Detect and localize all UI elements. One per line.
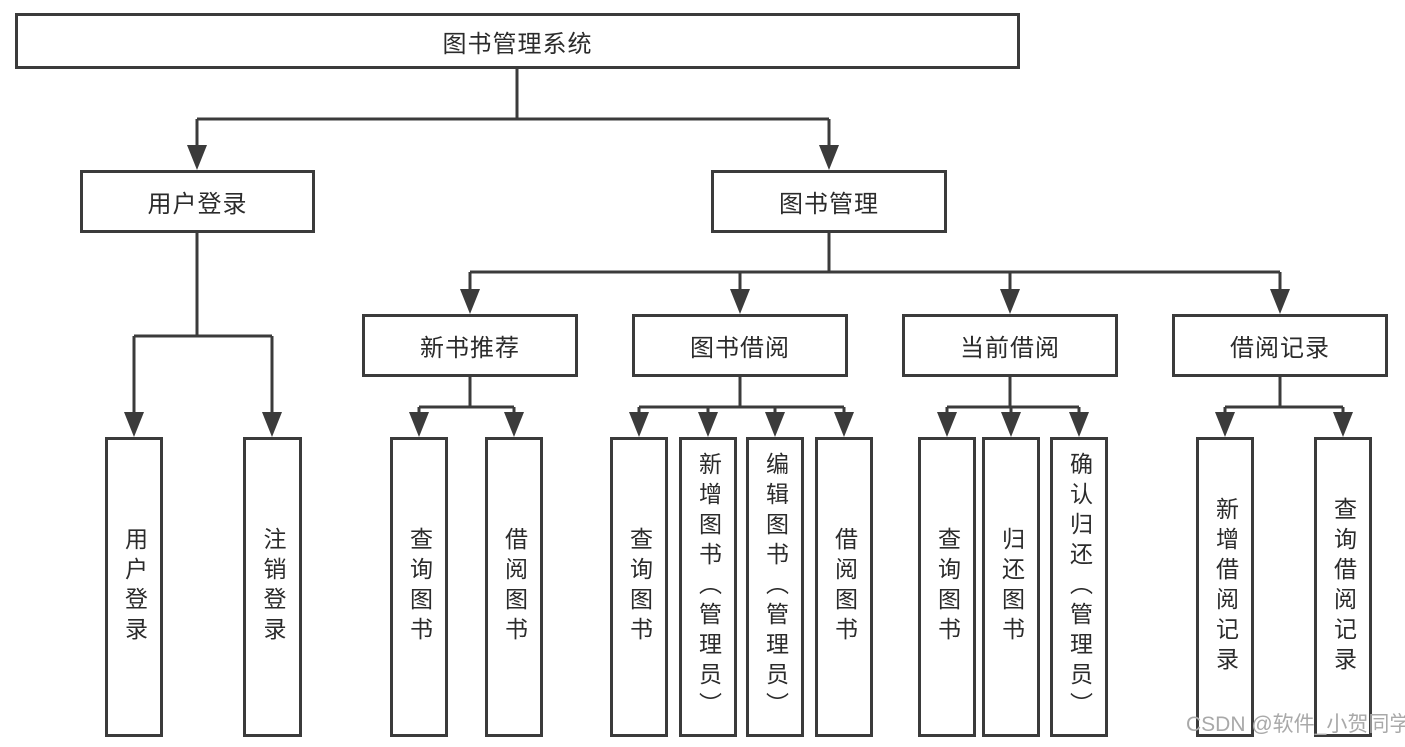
arrowhead: [819, 145, 839, 170]
leaf-current-query-book: 查询图书: [918, 437, 976, 737]
user-login-branch: [132, 233, 274, 415]
leaf-records-query-record: 查询借阅记录: [1314, 437, 1372, 737]
leaf-logout-label: 注销登录: [260, 527, 286, 647]
leaf-records-query-record-label: 查询借阅记录: [1330, 497, 1357, 677]
arrowhead: [937, 412, 957, 437]
arrowhead: [504, 412, 524, 437]
leaf-recommend-borrow-book: 借阅图书: [485, 437, 543, 737]
arrowhead: [1270, 289, 1290, 314]
leaf-current-return-book-label: 归还图书: [998, 527, 1025, 647]
node-root: 图书管理系统: [15, 13, 1020, 69]
csdn-watermark: CSDN @软件_小贺同学: [1186, 713, 1405, 736]
node-book-mgmt: 图书管理: [711, 170, 947, 233]
arrowhead: [698, 412, 718, 437]
borrow-branch: [637, 377, 846, 415]
leaf-recommend-query-book-label: 查询图书: [406, 527, 433, 647]
leaf-borrow-edit-book-admin-label: 编辑图书（管理员）: [762, 452, 789, 722]
leaf-borrow-query-book: 查询图书: [610, 437, 668, 737]
arrowhead: [409, 412, 429, 437]
arrowhead: [765, 412, 785, 437]
leaf-records-add-record-label: 新增借阅记录: [1212, 497, 1239, 677]
leaf-borrow-query-book-label: 查询图书: [626, 527, 653, 647]
node-book-borrow: 图书借阅: [632, 314, 848, 377]
leaf-borrow-borrow-book: 借阅图书: [815, 437, 873, 737]
arrowhead: [1001, 412, 1021, 437]
leaf-current-query-book-label: 查询图书: [934, 527, 961, 647]
leaf-user-login-label: 用户登录: [121, 527, 148, 647]
arrowhead: [1069, 412, 1089, 437]
records-branch: [1223, 377, 1345, 415]
leaf-user-login: 用户登录: [105, 437, 163, 737]
arrowheads: [124, 145, 1353, 437]
arrowhead: [262, 412, 282, 437]
leaf-borrow-borrow-book-label: 借阅图书: [831, 527, 858, 647]
root-branch: [195, 69, 831, 148]
node-new-book-recommend-label: 新书推荐: [420, 335, 520, 362]
leaf-recommend-query-book: 查询图书: [390, 437, 448, 737]
leaf-borrow-add-book-admin-label: 新增图书（管理员）: [695, 452, 722, 722]
connector-paths: [132, 69, 1345, 415]
node-user-login-label: 用户登录: [147, 191, 248, 218]
arrowhead: [1215, 412, 1235, 437]
arrowhead: [187, 145, 207, 170]
arrowhead: [124, 412, 144, 437]
leaf-records-add-record: 新增借阅记录: [1196, 437, 1254, 737]
node-book-borrow-label: 图书借阅: [690, 335, 790, 362]
node-new-book-recommend: 新书推荐: [362, 314, 578, 377]
node-book-mgmt-label: 图书管理: [779, 191, 879, 218]
arrowhead: [460, 289, 480, 314]
node-current-borrow-label: 当前借阅: [960, 335, 1060, 362]
leaf-borrow-add-book-admin: 新增图书（管理员）: [679, 437, 737, 737]
arrowhead: [629, 412, 649, 437]
current-branch: [945, 377, 1081, 415]
leaf-recommend-borrow-book-label: 借阅图书: [501, 527, 528, 647]
leaf-current-return-book: 归还图书: [982, 437, 1040, 737]
node-root-label: 图书管理系统: [442, 30, 593, 58]
arrowhead: [1000, 289, 1020, 314]
book-mgmt-branch: [468, 233, 1282, 292]
arrowhead: [730, 289, 750, 314]
arrowhead: [834, 412, 854, 437]
node-borrow-records-label: 借阅记录: [1230, 335, 1330, 362]
leaf-current-confirm-return-admin: 确认归还（管理员）: [1050, 437, 1108, 737]
node-current-borrow: 当前借阅: [902, 314, 1118, 377]
leaf-borrow-edit-book-admin: 编辑图书（管理员）: [746, 437, 804, 737]
node-user-login: 用户登录: [80, 170, 315, 233]
arrowhead: [1333, 412, 1353, 437]
node-borrow-records: 借阅记录: [1172, 314, 1388, 377]
leaf-current-confirm-return-admin-label: 确认归还（管理员）: [1066, 452, 1093, 722]
leaf-logout: 注销登录: [243, 437, 302, 737]
recommend-branch: [417, 377, 516, 415]
